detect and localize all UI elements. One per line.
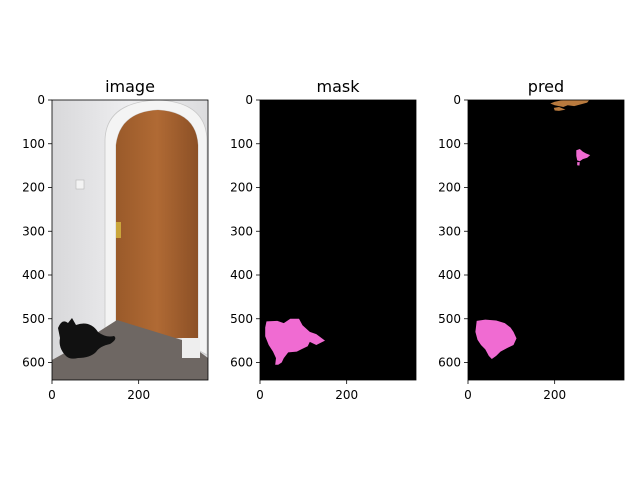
segment-region-0 bbox=[265, 318, 325, 365]
y-axis: 0 100 200 300 400 500 600 bbox=[438, 93, 468, 370]
x-tick-label: 200 bbox=[543, 388, 566, 402]
segment-region-2 bbox=[577, 162, 580, 166]
y-tick-label: 0 bbox=[245, 93, 253, 107]
panel-title: image bbox=[105, 77, 155, 96]
y-tick-label: 200 bbox=[22, 181, 45, 195]
y-tick-label: 100 bbox=[230, 137, 253, 151]
door-handle bbox=[116, 222, 121, 238]
y-tick-label: 0 bbox=[37, 93, 45, 107]
y-tick-label: 200 bbox=[230, 181, 253, 195]
y-tick-label: 500 bbox=[438, 312, 461, 326]
light-switch bbox=[75, 179, 85, 190]
y-tick-label: 0 bbox=[453, 93, 461, 107]
panel-image: image 0 100 200 300 400 500 600 0 200 bbox=[22, 77, 209, 402]
y-tick-label: 300 bbox=[22, 224, 45, 238]
pred-regions bbox=[475, 100, 591, 359]
photo bbox=[52, 100, 208, 380]
x-axis: 0 200 bbox=[256, 380, 358, 402]
y-tick-label: 300 bbox=[438, 224, 461, 238]
y-tick-label: 600 bbox=[230, 356, 253, 370]
panel-title: mask bbox=[317, 77, 361, 96]
y-axis: 0 100 200 300 400 500 600 bbox=[230, 93, 260, 370]
x-tick-label: 0 bbox=[256, 388, 264, 402]
x-tick-label: 200 bbox=[127, 388, 150, 402]
cat bbox=[58, 318, 116, 359]
segment-region-3 bbox=[550, 100, 590, 107]
y-tick-label: 300 bbox=[230, 224, 253, 238]
axes-frame bbox=[259, 99, 417, 381]
y-tick-label: 100 bbox=[438, 137, 461, 151]
floor bbox=[52, 320, 208, 380]
panel-pred: pred 0 100 200 300 400 500 600 0 200 bbox=[438, 77, 625, 402]
x-axis: 0 200 bbox=[464, 380, 566, 402]
skirting-board bbox=[182, 338, 200, 358]
segment-region-0 bbox=[475, 319, 517, 359]
y-tick-label: 400 bbox=[230, 268, 253, 282]
x-tick-label: 200 bbox=[335, 388, 358, 402]
y-tick-label: 400 bbox=[22, 268, 45, 282]
segment-region-1 bbox=[576, 149, 591, 162]
panel-title: pred bbox=[528, 77, 564, 96]
x-tick-label: 0 bbox=[48, 388, 56, 402]
mask-regions bbox=[265, 318, 325, 365]
y-tick-label: 600 bbox=[22, 356, 45, 370]
segment-region-4 bbox=[553, 107, 566, 111]
axes-frame bbox=[51, 99, 209, 381]
x-axis: 0 200 bbox=[48, 380, 150, 402]
y-tick-label: 500 bbox=[22, 312, 45, 326]
y-tick-label: 100 bbox=[22, 137, 45, 151]
y-axis: 0 100 200 300 400 500 600 bbox=[22, 93, 52, 370]
y-tick-label: 500 bbox=[230, 312, 253, 326]
x-tick-label: 0 bbox=[464, 388, 472, 402]
axes-frame bbox=[467, 99, 625, 381]
y-tick-label: 400 bbox=[438, 268, 461, 282]
panel-mask: mask 0 100 200 300 400 500 600 0 200 bbox=[230, 77, 417, 402]
door bbox=[116, 110, 198, 342]
y-tick-label: 600 bbox=[438, 356, 461, 370]
y-tick-label: 200 bbox=[438, 181, 461, 195]
